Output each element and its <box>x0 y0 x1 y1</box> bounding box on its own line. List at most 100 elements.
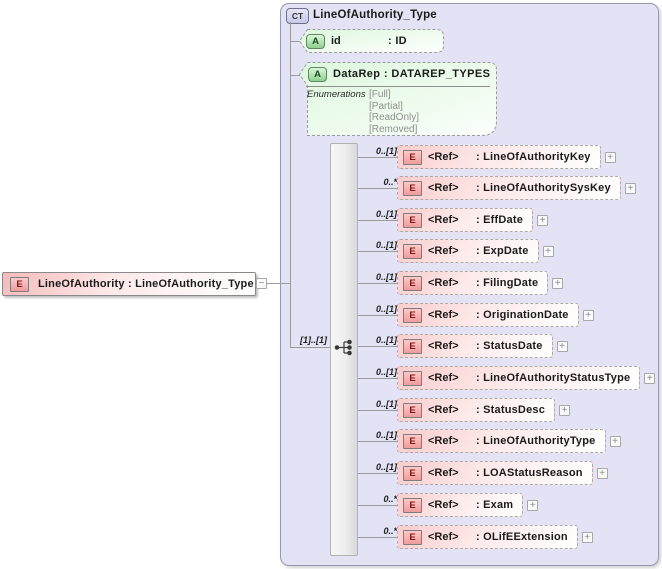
element-badge: E <box>403 149 422 165</box>
attribute-id[interactable]: A id : ID <box>299 29 444 53</box>
root-element-label: LineOfAuthority : LineOfAuthority_Type <box>38 278 254 290</box>
ref-element-box[interactable]: E <Ref> : LineOfAuthoritySysKey <box>397 176 621 200</box>
attribute-box-outline <box>299 29 444 53</box>
connector-line <box>358 537 397 538</box>
sequence-icon <box>334 339 352 356</box>
enumeration-value: [ReadOnly] <box>369 112 420 124</box>
element-badge: E <box>403 212 422 228</box>
element-type: : LOAStatusReason <box>476 467 583 479</box>
ref-label: <Ref> <box>428 277 459 289</box>
connector-line <box>358 283 397 284</box>
ref-element-box[interactable]: E <Ref> : EffDate <box>397 208 534 232</box>
cardinality-label: 0..[1] <box>375 240 397 250</box>
connector-line <box>358 473 397 474</box>
expand-toggle[interactable]: + <box>527 499 539 511</box>
element-badge: E <box>403 497 422 513</box>
element-badge: E <box>403 243 422 259</box>
ref-element-box[interactable]: E <Ref> : OriginationDate <box>397 303 579 327</box>
connector-line <box>358 441 397 442</box>
connector-line <box>358 410 397 411</box>
complex-type-title: LineOfAuthority_Type <box>313 9 437 21</box>
ref-label: <Ref> <box>428 214 459 226</box>
ref-element-box[interactable]: E <Ref> : LineOfAuthorityKey <box>397 145 601 169</box>
ref-element-box[interactable]: E <Ref> : OLifEExtension <box>397 525 578 549</box>
enumeration-value: [Full] <box>369 89 391 100</box>
ref-label: <Ref> <box>428 499 459 511</box>
expand-toggle[interactable]: + <box>644 372 656 384</box>
connector-line <box>290 22 291 347</box>
element-badge: E <box>403 180 422 196</box>
cardinality-label: 0..[1] <box>375 209 397 219</box>
expand-toggle[interactable]: + <box>581 531 593 543</box>
expand-toggle[interactable]: + <box>624 182 636 194</box>
cardinality-label: 0..[1] <box>375 367 397 377</box>
ref-element-box[interactable]: E <Ref> : LineOfAuthorityType <box>397 429 606 453</box>
ref-element-box[interactable]: E <Ref> : Exam <box>397 493 524 517</box>
element-type: : ExpDate <box>476 245 529 257</box>
element-type: : StatusDate <box>476 340 543 352</box>
element-badge: E <box>403 402 422 418</box>
element-type: : LineOfAuthorityKey <box>476 151 591 163</box>
element-type: : StatusDesc <box>476 404 546 416</box>
collapse-toggle[interactable]: − <box>256 278 267 289</box>
expand-toggle[interactable]: + <box>542 245 554 257</box>
connector-line <box>358 188 397 189</box>
connector-line <box>358 505 397 506</box>
complex-type-badge: CT <box>286 8 309 24</box>
ref-element-box[interactable]: E <Ref> : StatusDate <box>397 334 553 358</box>
element-badge: E <box>10 276 29 292</box>
ref-label: <Ref> <box>428 182 459 194</box>
cardinality-label: 0..* <box>383 526 397 536</box>
element-badge: E <box>403 338 422 354</box>
ref-label: <Ref> <box>428 340 459 352</box>
element-badge: E <box>403 370 422 386</box>
attribute-datarep[interactable]: A DataRep : DATAREP_TYPES <box>299 62 497 86</box>
element-badge: E <box>403 275 422 291</box>
ref-element-box[interactable]: E <Ref> : StatusDesc <box>397 398 556 422</box>
attribute-badge: A <box>308 66 327 82</box>
enumerations-values: [Full] [Partial] [ReadOnly] [Removed] <box>369 89 419 135</box>
connector-line <box>358 315 397 316</box>
element-type: : OLifEExtension <box>476 531 568 543</box>
connector-line <box>290 347 338 348</box>
expand-toggle[interactable]: + <box>556 340 568 352</box>
cardinality-label: 0..* <box>383 494 397 504</box>
expand-toggle[interactable]: + <box>552 277 564 289</box>
cardinality-label: 0..[1] <box>375 462 397 472</box>
expand-toggle[interactable]: + <box>537 214 549 226</box>
element-badge: E <box>403 433 422 449</box>
connector-line <box>358 346 397 347</box>
enumeration-value: [Removed] <box>369 123 418 135</box>
cardinality-label: 0..[1] <box>375 304 397 314</box>
cardinality-label: 0..[1] <box>375 430 397 440</box>
element-type: : Exam <box>476 499 514 511</box>
ref-element-box[interactable]: E <Ref> : LOAStatusReason <box>397 461 593 485</box>
ref-element-box[interactable]: E <Ref> : FilingDate <box>397 271 549 295</box>
cardinality-label: 0..[1] <box>375 335 397 345</box>
enumerations-label: Enumerations <box>307 89 366 100</box>
cardinality-label: 0..[1] <box>375 146 397 156</box>
expand-toggle[interactable]: + <box>596 467 608 479</box>
sequence-cardinality: [1]..[1] <box>300 335 327 345</box>
connector-line <box>358 157 397 158</box>
expand-toggle[interactable]: + <box>604 151 616 163</box>
expand-toggle[interactable]: + <box>609 435 621 447</box>
attribute-type: : ID <box>388 35 407 47</box>
cardinality-label: 0..* <box>383 177 397 187</box>
ref-label: <Ref> <box>428 309 459 321</box>
enumeration-value: [Partial] <box>369 100 403 112</box>
ref-element-box[interactable]: E <Ref> : ExpDate <box>397 239 539 263</box>
expand-toggle[interactable]: + <box>559 404 571 416</box>
element-badge: E <box>403 307 422 323</box>
attribute-badge: A <box>306 33 325 49</box>
element-badge: E <box>403 465 422 481</box>
ref-label: <Ref> <box>428 531 459 543</box>
ref-element-box[interactable]: E <Ref> : LineOfAuthorityStatusType <box>397 366 641 390</box>
connector-line <box>290 41 300 42</box>
ref-label: <Ref> <box>428 435 459 447</box>
expand-toggle[interactable]: + <box>582 309 594 321</box>
attribute-name: id <box>331 35 341 47</box>
root-element-box[interactable]: E LineOfAuthority : LineOfAuthority_Type <box>2 272 256 296</box>
attribute-box-outline <box>299 62 497 136</box>
